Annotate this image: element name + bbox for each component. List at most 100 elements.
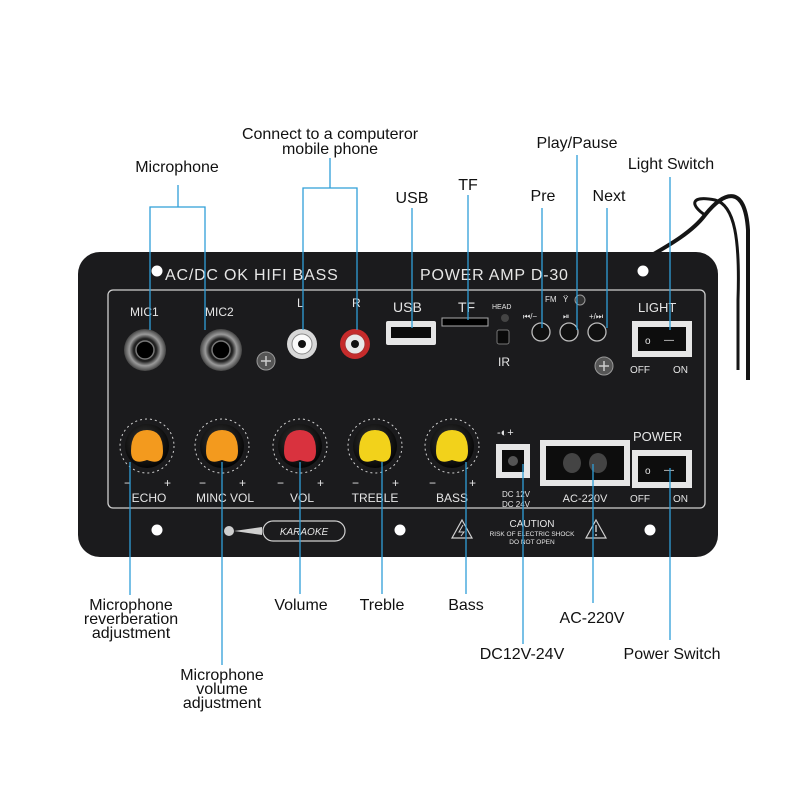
knob-minus-sign: − (199, 476, 206, 490)
leader-lines (129, 155, 671, 665)
knob-minus-sign: − (429, 476, 436, 490)
mic2-jack[interactable] (200, 329, 242, 371)
warning-triangle-icon (450, 518, 474, 539)
antenna-icon: Ÿ (563, 295, 569, 304)
bass-knob-label: BASS (436, 491, 468, 505)
headphone-led (501, 314, 509, 322)
label-volume: Volume (274, 597, 328, 614)
knob-cap (206, 430, 238, 462)
ir-receiver (496, 329, 510, 345)
power-switch-off-mark: o (645, 466, 651, 477)
label-mic-reverb-line2: reverberation (83, 611, 179, 628)
dc-spec-line2: DC 24V (502, 500, 531, 509)
bass-knob[interactable] (424, 418, 480, 474)
mounting-hole (151, 265, 163, 277)
prev-button-label: ⏮/− (523, 312, 537, 321)
mic-volume-knob-label: MINC VOL (196, 491, 254, 505)
volume-knob-label: VOL (290, 491, 314, 505)
label-connect-line2: mobile phone (281, 141, 379, 158)
knob-minus-sign: − (352, 476, 359, 490)
dc-polarity-symbol: -◐+ (497, 427, 514, 439)
next-button[interactable] (587, 322, 607, 342)
karaoke-logo (224, 520, 346, 542)
power-switch-on-mark: — (664, 465, 674, 476)
mounting-hole (637, 265, 649, 277)
label-connect-line1: Connect to a computeror (241, 126, 419, 143)
mounting-hole (644, 524, 656, 536)
label-dc: DC12V-24V (479, 646, 565, 663)
panel-header-right: POWER AMP D-30 (420, 267, 569, 284)
mic-volume-knob[interactable] (194, 418, 250, 474)
light-off-label: OFF (630, 365, 650, 376)
label-tf: TF (458, 177, 478, 194)
label-mic-vol-line1: Microphone (180, 667, 264, 684)
label-ac: AC-220V (559, 610, 625, 627)
knob-cap (131, 430, 163, 462)
label-light-switch: Light Switch (627, 156, 715, 173)
light-switch[interactable] (632, 321, 692, 357)
light-switch-title: LIGHT (638, 300, 676, 315)
label-treble: Treble (359, 597, 405, 614)
rca-right-jack[interactable] (340, 329, 370, 359)
mic1-jack[interactable] (124, 329, 166, 371)
caution-title: CAUTION (510, 519, 555, 530)
play-button-label: ⏯ (563, 312, 569, 321)
knob-cap (436, 430, 468, 462)
echo-knob-label: ECHO (132, 491, 167, 505)
caution-line2: DO NOT OPEN (509, 539, 555, 546)
mic1-label: MIC1 (130, 305, 159, 319)
dc-spec-line1: DC 12V (502, 490, 531, 499)
echo-knob[interactable] (119, 418, 175, 474)
power-on-label: ON (673, 494, 688, 505)
treble-knob-label: TREBLE (352, 491, 399, 505)
label-mic-vol-line2: volume (196, 681, 248, 698)
power-switch[interactable] (632, 450, 692, 488)
prev-button[interactable] (531, 322, 551, 342)
knob-plus-sign: + (239, 476, 246, 490)
volume-knob[interactable] (272, 418, 328, 474)
rca-left-label: L (297, 296, 304, 310)
label-pre: Pre (530, 188, 556, 205)
karaoke-logo-text: KARAOKE (280, 527, 329, 538)
usb-port[interactable] (386, 321, 436, 345)
next-button-label: +/⏭ (589, 312, 603, 321)
knob-minus-sign: − (277, 476, 284, 490)
knob-cap (284, 430, 316, 462)
label-next: Next (592, 188, 626, 205)
label-mic-reverb-line3: adjustment (91, 625, 171, 642)
knob-cap (359, 430, 391, 462)
warning-triangle-icon (584, 518, 608, 539)
light-switch-on-mark: — (664, 335, 674, 346)
leader-line-microphone (149, 185, 206, 330)
tf-slot-label: TF (458, 299, 475, 315)
mounting-hole (394, 524, 406, 536)
label-usb: USB (395, 190, 429, 207)
ac-socket-label: AC-220V (563, 493, 608, 505)
ac-power-socket[interactable] (540, 440, 630, 486)
ir-label: IR (498, 355, 510, 369)
dc-power-jack[interactable] (496, 444, 530, 478)
leader-line-connect (302, 158, 358, 330)
label-microphone: Microphone (135, 159, 219, 176)
mic2-label: MIC2 (205, 305, 234, 319)
panel-inner-border (107, 289, 706, 509)
power-cable (638, 194, 750, 380)
screw-icon (594, 356, 614, 376)
play-pause-button[interactable] (559, 322, 579, 342)
label-play-pause: Play/Pause (536, 135, 618, 152)
power-cable-loop (693, 197, 740, 370)
treble-knob[interactable] (347, 418, 403, 474)
knob-plus-sign: + (392, 476, 399, 490)
label-bass: Bass (448, 597, 484, 614)
rca-left-jack[interactable] (287, 329, 317, 359)
caution-line1: RISK OF ELECTRIC SHOCK (490, 531, 576, 538)
mounting-hole (151, 524, 163, 536)
light-switch-off-mark: o (645, 336, 651, 347)
label-power-switch: Power Switch (623, 646, 721, 663)
panel-header-left: AC/DC OK HIFI BASS (165, 267, 339, 284)
tf-card-slot[interactable] (441, 317, 489, 327)
label-mic-reverb-line1: Microphone (89, 597, 173, 614)
knob-plus-sign: + (317, 476, 324, 490)
